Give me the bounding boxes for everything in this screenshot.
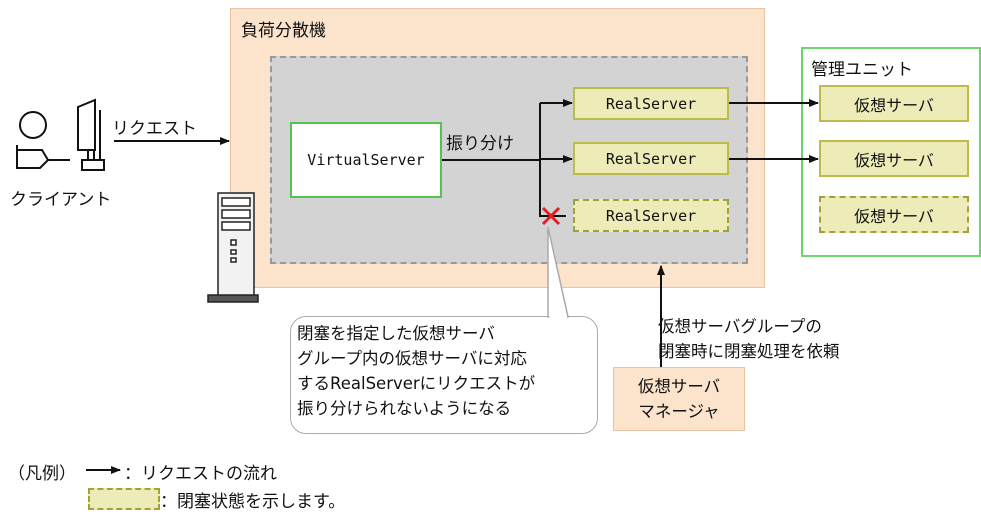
real-server-1: RealServer — [573, 87, 729, 120]
server-tower-icon — [207, 192, 259, 303]
real-server-3-blocked: RealServer — [573, 199, 729, 232]
client-monitor-icon — [77, 98, 105, 171]
manager-line-1: 仮想サーバ — [637, 377, 721, 396]
distribute-label: 振り分け — [446, 134, 514, 154]
request-label: リクエスト — [112, 119, 197, 139]
real-server-3-label: RealServer — [605, 206, 697, 225]
manager-note-line-1: 仮想サーバグループの — [658, 317, 822, 336]
callout-line-2: グループ内の仮想サーバに対応 — [297, 349, 527, 368]
blocked-x-icon — [541, 206, 561, 226]
virtual-server-unit-2: 仮想サーバ — [819, 140, 969, 177]
real-server-2: RealServer — [573, 142, 729, 175]
virtual-server-manager-box: 仮想サーバ マネージャ — [613, 367, 745, 431]
manager-note: 仮想サーバグループの 閉塞時に閉塞処理を依頼 — [658, 314, 840, 364]
legend-prefix: （凡例） — [8, 464, 76, 484]
client-label: クライアント — [10, 190, 112, 210]
virtual-server-unit-1: 仮想サーバ — [819, 85, 969, 122]
real-server-1-label: RealServer — [605, 94, 697, 113]
manager-note-line-2: 閉塞時に閉塞処理を依頼 — [658, 342, 840, 361]
virtual-server-unit-1-label: 仮想サーバ — [854, 95, 934, 115]
legend-arrow-text: ：リクエストの流れ — [124, 464, 277, 484]
virtual-server-box: VirtualServer — [290, 122, 442, 198]
client-person-icon — [16, 111, 70, 169]
blocking-callout: 閉塞を指定した仮想サーバ グループ内の仮想サーバに対応 するRealServer… — [290, 316, 598, 434]
real-server-2-label: RealServer — [605, 149, 697, 168]
legend-blocked-text: ：閉塞状態を示します。 — [160, 492, 346, 512]
virtual-server-unit-3-label: 仮想サーバ — [854, 206, 934, 226]
legend-blocked-swatch — [88, 488, 160, 510]
virtual-server-unit-2-label: 仮想サーバ — [854, 150, 934, 170]
callout-line-1: 閉塞を指定した仮想サーバ — [297, 324, 495, 343]
management-unit-title: 管理ユニット — [811, 60, 913, 80]
callout-pointer — [547, 226, 569, 318]
manager-line-2: マネージャ — [638, 402, 720, 421]
callout-line-3: するRealServerにリクエストが — [297, 374, 536, 393]
load-balancer-title: 負荷分散機 — [241, 21, 326, 41]
virtual-server-label: VirtualServer — [307, 151, 425, 169]
callout-line-4: 振り分けられないようになる — [297, 399, 512, 418]
virtual-server-unit-3-blocked: 仮想サーバ — [819, 196, 969, 233]
